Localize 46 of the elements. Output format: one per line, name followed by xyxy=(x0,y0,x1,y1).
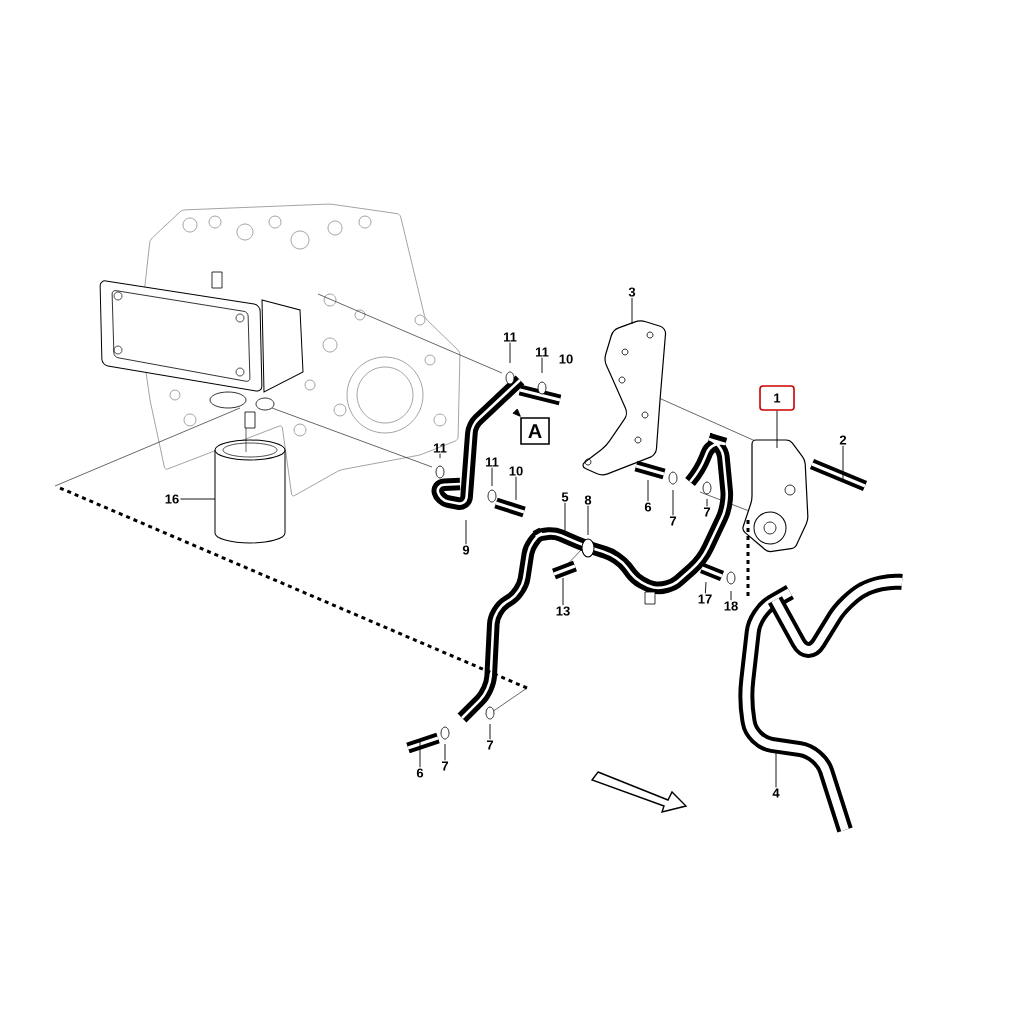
callout-number: 13 xyxy=(556,606,570,616)
leader-line xyxy=(730,590,732,601)
callout-number: 17 xyxy=(698,594,712,604)
callout-number: 5 xyxy=(561,492,569,502)
leader-line xyxy=(491,467,493,487)
leader-line xyxy=(775,751,777,788)
leader-line xyxy=(489,723,491,740)
leader-line xyxy=(444,743,446,761)
leader-line xyxy=(515,476,517,501)
leader-line xyxy=(509,342,511,364)
leader-line xyxy=(647,479,649,502)
callout-number: 11 xyxy=(433,443,447,453)
leader-line xyxy=(564,502,566,533)
leader-line xyxy=(465,519,467,545)
callout-number: 3 xyxy=(628,287,636,297)
leader-line xyxy=(541,357,543,374)
leader-line xyxy=(419,741,421,768)
leader-line xyxy=(776,410,778,449)
leader-line xyxy=(180,498,216,500)
leader-line xyxy=(704,581,707,594)
callout-number: 7 xyxy=(441,761,449,771)
callout-number: 16 xyxy=(165,494,179,504)
callout-number: 7 xyxy=(703,507,711,517)
callout-number: 8 xyxy=(584,495,592,505)
callout-number: 2 xyxy=(839,435,847,445)
leader-line xyxy=(631,297,633,325)
callout-number: 11 xyxy=(485,457,499,467)
leader-line xyxy=(706,498,708,507)
callout-number: 18 xyxy=(724,601,738,611)
callout-number: 1 xyxy=(759,385,795,411)
callout-number: 10 xyxy=(559,354,573,364)
arrow xyxy=(512,408,521,417)
view-label: A xyxy=(520,417,550,445)
leader-line xyxy=(562,577,564,606)
callout-number: 7 xyxy=(486,740,494,750)
callout-number: 11 xyxy=(535,347,549,357)
leader-line xyxy=(587,505,589,536)
callout-number: 6 xyxy=(416,768,424,778)
leader-line xyxy=(672,489,674,516)
callout-number: 4 xyxy=(772,788,780,798)
callout-number: 9 xyxy=(462,545,470,555)
callout-number: 7 xyxy=(669,516,677,526)
callout-number: 6 xyxy=(644,502,652,512)
leader-line xyxy=(439,453,441,459)
callout-number: 10 xyxy=(509,466,523,476)
callout-number: 11 xyxy=(503,332,517,342)
